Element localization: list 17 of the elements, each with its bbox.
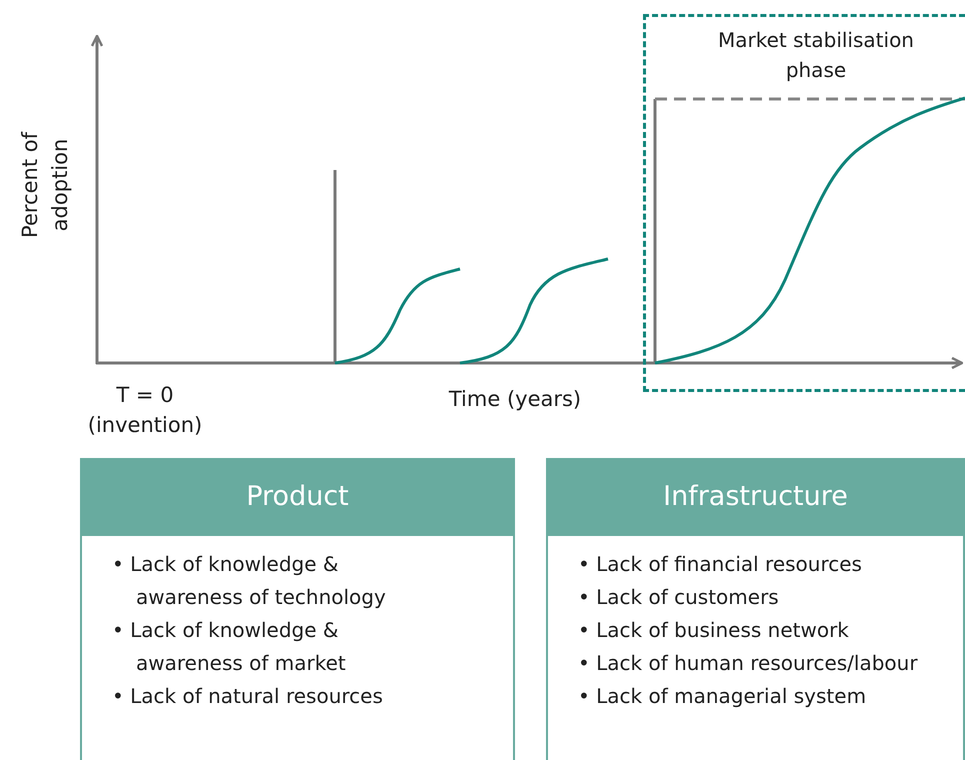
category-card [80,458,515,760]
frame-title: Market stabilisation phase [717,27,915,84]
bullet-item: • Lack of customers [578,584,780,611]
axis-title: Time (years) [448,386,582,413]
card-heading: Infrastructure [548,458,963,536]
highlight-frame [643,14,965,392]
bullet-item: • Lack of natural resources [112,683,384,710]
bullet-item: • Lack of knowledge & awareness of market [112,617,347,677]
category-card [546,458,965,760]
bullet-item: • Lack of managerial system [578,683,868,710]
bullet-item: • Lack of business network [578,617,850,644]
axis-note: T = 0 (invention) [86,382,204,439]
bullet-item: • Lack of financial resources [578,551,863,578]
axis-title: Percent of adoption [17,130,73,240]
bullet-item: • Lack of knowledge & awareness of technology [112,551,387,611]
card-heading: Product [82,458,513,536]
bullet-item: • Lack of human resources/labour [578,650,919,677]
